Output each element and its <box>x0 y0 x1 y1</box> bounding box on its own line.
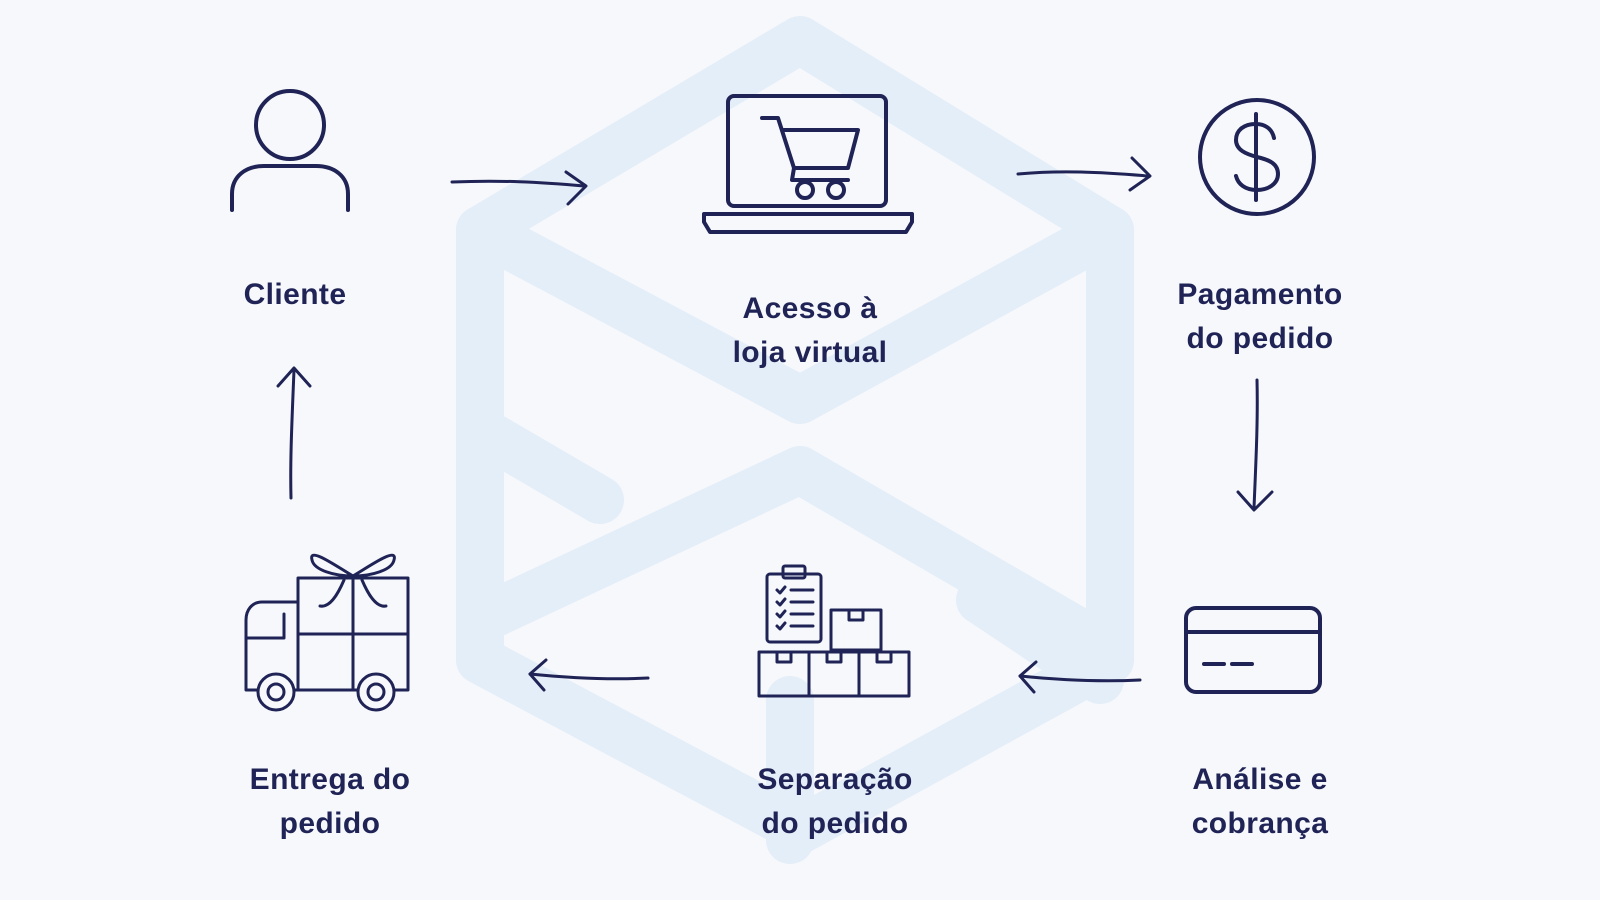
label-line: Análise e <box>1192 763 1328 796</box>
label-line: Cliente <box>243 278 347 311</box>
label-line: Entrega do <box>249 763 411 796</box>
label-pagamento: Pagamento do pedido <box>1120 273 1400 361</box>
dollar-coin-icon <box>1198 98 1316 216</box>
label-line: do pedido <box>1186 322 1334 355</box>
label-line: cobrança <box>1191 807 1329 840</box>
credit-card-icon <box>1184 606 1322 694</box>
clipboard-boxes-icon <box>757 564 911 698</box>
gift-truck-icon <box>244 553 410 712</box>
person-icon <box>230 89 350 212</box>
label-line: Pagamento <box>1177 278 1343 311</box>
label-line: pedido <box>279 807 381 840</box>
laptop-cart-icon <box>702 94 914 234</box>
label-separacao: Separação do pedido <box>695 758 975 846</box>
label-cliente: Cliente <box>190 273 400 317</box>
label-entrega: Entrega do pedido <box>190 758 470 846</box>
label-line: Acesso à <box>742 292 878 325</box>
label-line: do pedido <box>761 807 909 840</box>
label-acesso: Acesso à loja virtual <box>670 287 950 375</box>
label-analise: Análise e cobrança <box>1120 758 1400 846</box>
label-line: loja virtual <box>732 336 888 369</box>
label-line: Separação <box>757 763 913 796</box>
